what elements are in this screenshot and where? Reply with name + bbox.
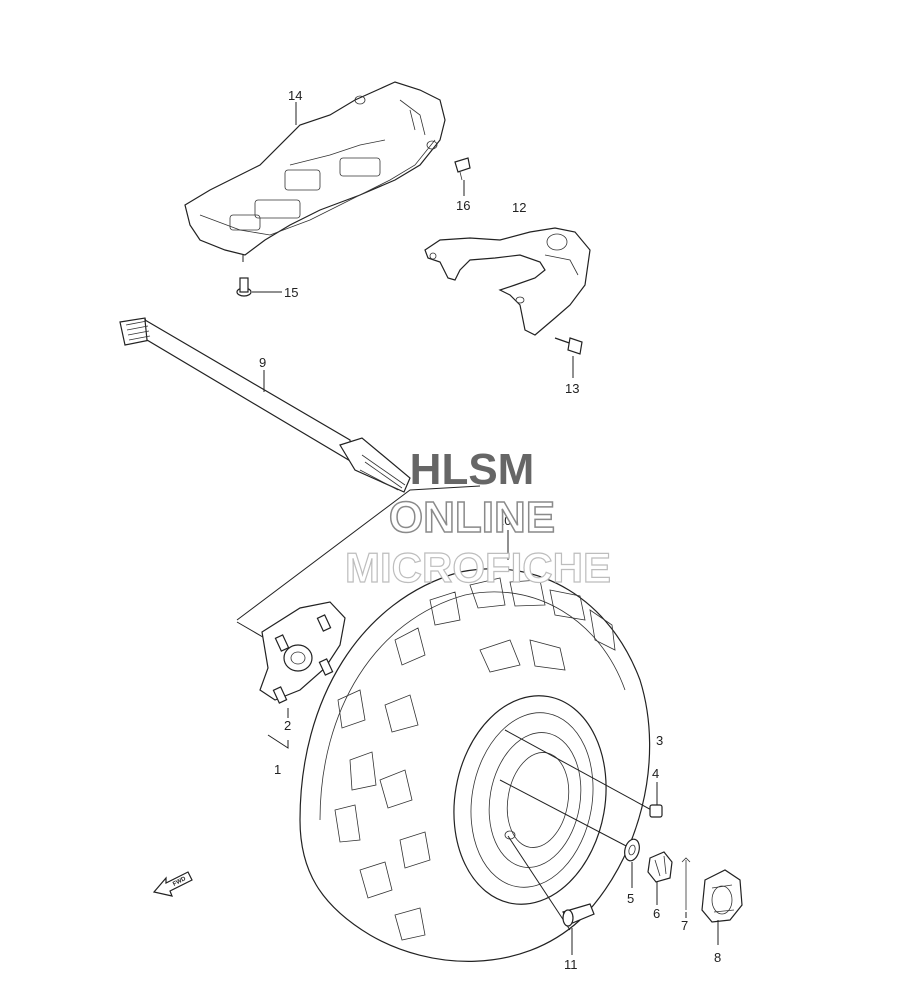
callout-15: 15 (284, 285, 298, 300)
callout-11: 11 (564, 957, 578, 972)
watermark-line-2: ONLINE (389, 493, 555, 542)
callout-7: 7 (681, 918, 688, 933)
callout-10: 10 (497, 513, 511, 528)
nut-part (649, 804, 663, 818)
watermark: HLSM ONLINE MICROFICHE (344, 444, 611, 591)
rim-part (453, 695, 607, 905)
callout-8: 8 (714, 950, 721, 965)
bracket-part (424, 227, 591, 336)
callout-6: 6 (653, 906, 660, 921)
axle-shaft-part (119, 317, 411, 493)
callout-5: 5 (627, 891, 634, 906)
callout-9: 9 (259, 355, 266, 370)
hub-cap-part (701, 869, 743, 923)
callout-1: 1 (274, 762, 281, 777)
callout-13: 13 (565, 381, 579, 396)
callout-14: 14 (288, 88, 302, 103)
bolt-part (554, 337, 583, 355)
watermark-line-3: MICROFICHE (345, 544, 611, 591)
washer-part (624, 838, 640, 862)
callout-2: 2 (284, 718, 291, 733)
rivet-part (236, 277, 252, 297)
front-direction-arrow-icon: FWD (152, 871, 193, 897)
callout-4: 4 (652, 766, 659, 781)
callout-16: 16 (456, 198, 470, 213)
castle-nut-part (647, 851, 673, 883)
clip-part (454, 157, 471, 181)
valve-stem-part (562, 903, 595, 927)
callout-12: 12 (512, 200, 526, 215)
watermark-line-1: HLSM (410, 445, 535, 494)
wheel-hub-part (259, 601, 346, 704)
cotter-pin-part (681, 857, 691, 910)
callout-3: 3 (656, 733, 663, 748)
skid-plate-part (184, 81, 446, 256)
